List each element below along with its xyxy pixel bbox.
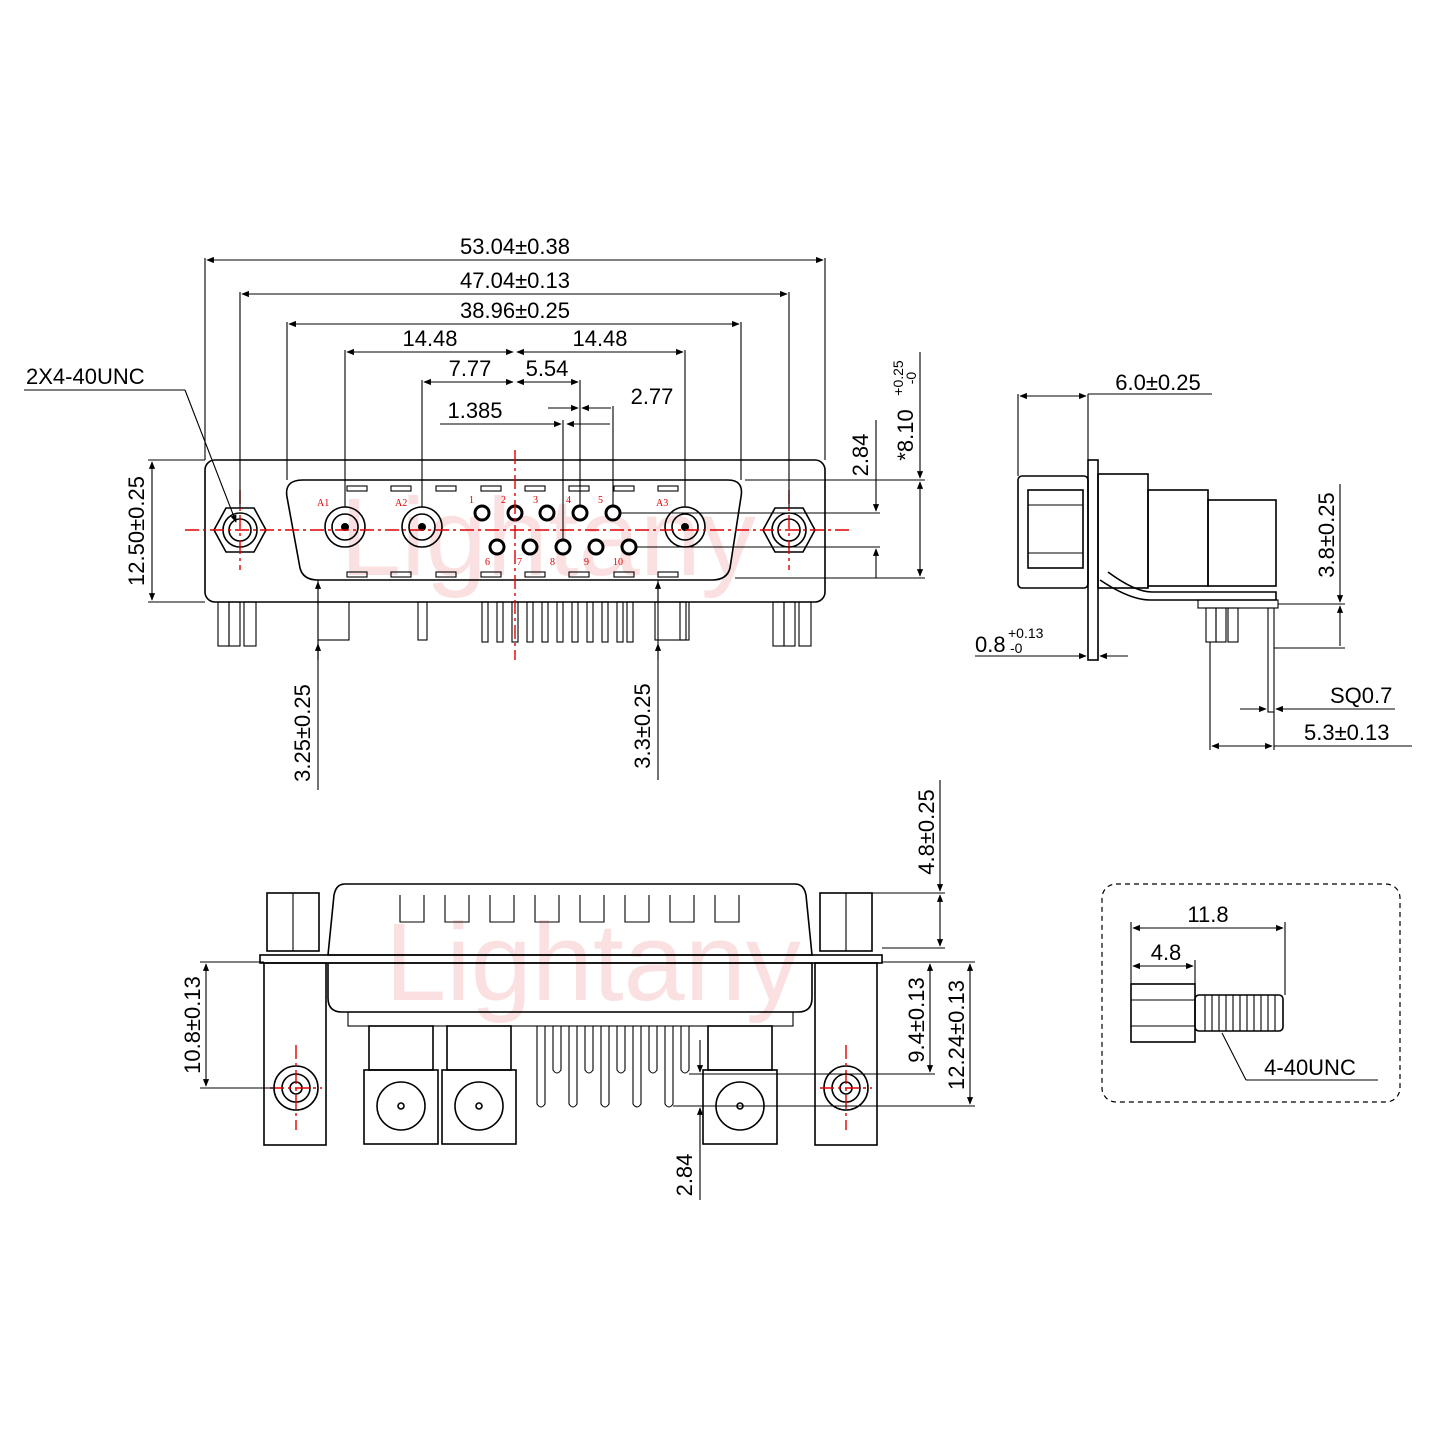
screw-thread: 4-40UNC <box>1264 1055 1356 1080</box>
svg-text:5: 5 <box>598 495 603 506</box>
dim-bottom-pitch: 2.84 <box>672 1154 697 1197</box>
svg-text:-0: -0 <box>1010 640 1023 656</box>
side-view: 6.0±0.25 3.8±0.25 0.8 +0.13 -0 SQ0.7 5.3… <box>975 370 1412 750</box>
svg-text:A2: A2 <box>395 498 407 509</box>
dim-a1-offset: 14.48 <box>402 326 457 351</box>
dim-left-lead: 3.25±0.25 <box>290 684 315 782</box>
dim-side-depth: 6.0±0.25 <box>1115 370 1200 395</box>
svg-text:A3: A3 <box>656 498 668 509</box>
svg-text:6: 6 <box>485 557 490 568</box>
dim-screw-head: 4.8 <box>1151 940 1182 965</box>
dim-half-pitch: 1.385 <box>447 398 502 423</box>
dim-pin-length: 5.3±0.13 <box>1304 720 1389 745</box>
dim-pin4-offset: 5.54 <box>526 356 569 381</box>
screw-detail: 11.8 4.8 4-40UNC <box>1101 883 1401 1103</box>
dim-shell-height: *8.10 <box>893 409 918 460</box>
svg-text:2: 2 <box>501 495 506 506</box>
front-view: A1 A2 1 2 3 4 5 A3 6 7 8 9 10 <box>24 234 925 790</box>
svg-text:8: 8 <box>550 557 555 568</box>
dim-flange: 0.8 <box>975 632 1006 657</box>
dim-bottom-left: 10.8±0.13 <box>180 976 205 1074</box>
dim-side-offset: 3.8±0.25 <box>1314 492 1339 577</box>
dim-a2-offset: 7.77 <box>449 356 492 381</box>
dim-mount-spacing: 47.04±0.13 <box>460 268 570 293</box>
dim-bottom-height: 4.8±0.25 <box>914 789 939 874</box>
dim-bottom-right1: 9.4±0.13 <box>904 977 929 1062</box>
dim-pitch: 2.77 <box>631 384 674 409</box>
svg-text:A1: A1 <box>317 498 329 509</box>
svg-text:9: 9 <box>584 557 589 568</box>
dim-screw-length: 11.8 <box>1187 902 1228 927</box>
watermark: Lightany <box>340 476 756 599</box>
svg-text:3: 3 <box>533 495 538 506</box>
dim-a3-offset: 14.48 <box>572 326 627 351</box>
svg-text:7: 7 <box>517 557 522 568</box>
bottom-view: 4.8±0.25 10.8±0.13 9.4±0.13 12.24±0.13 2… <box>180 780 975 1200</box>
svg-text:+0.25: +0.25 <box>890 360 906 396</box>
front-shell <box>285 479 743 581</box>
dim-row-pitch: 2.84 <box>848 434 873 477</box>
dim-right-lead: 3.3±0.25 <box>630 683 655 768</box>
dim-overall-width: 53.04±0.38 <box>460 234 570 259</box>
svg-text:10: 10 <box>613 557 623 568</box>
thread-note: 2X4-40UNC <box>26 364 145 389</box>
svg-text:-0: -0 <box>903 372 919 385</box>
svg-text:1: 1 <box>469 495 474 506</box>
svg-text:4: 4 <box>566 495 571 506</box>
dim-pin-square: SQ0.7 <box>1330 683 1392 708</box>
dim-front-height: 12.50±0.25 <box>124 476 149 586</box>
dim-bottom-right2: 12.24±0.13 <box>944 980 969 1090</box>
dim-shell-width: 38.96±0.25 <box>460 298 570 323</box>
svg-text:+0.13: +0.13 <box>1008 625 1044 641</box>
